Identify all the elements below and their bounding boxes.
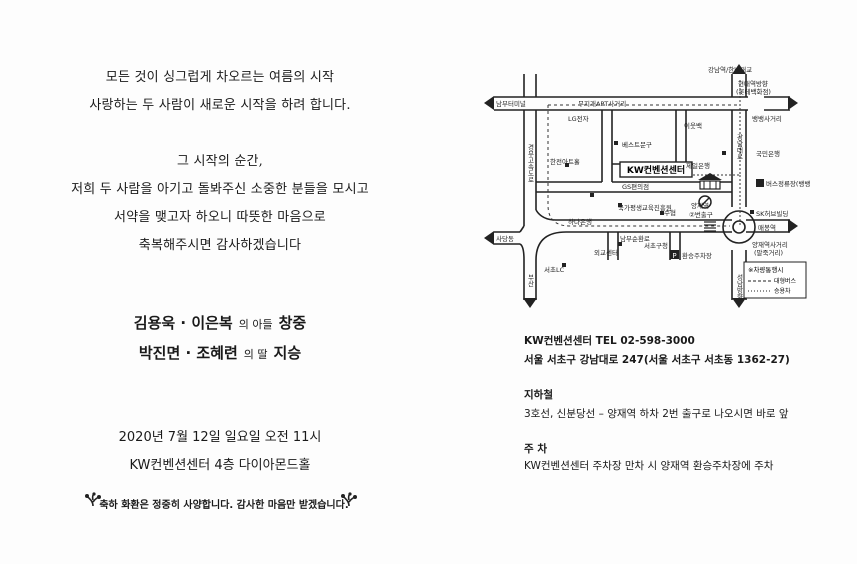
label-lg: LG전자 <box>568 114 589 123</box>
venue-info: KW컨벤션센터 TEL 02-598-3000 서울 서초구 강남대로 247(… <box>524 333 844 473</box>
label-yangjae-sagori3: (말죽거리) <box>754 248 783 257</box>
subway-desc: 3호선, 신분당선 – 양재역 하차 2번 출구로 나오시면 바로 앞 <box>524 408 789 420</box>
label-seocho-lc: 서초LC <box>544 265 565 274</box>
label-bangbang-sagori: 뱅뱅사거리 <box>752 114 782 123</box>
label-hana: 하나은행 <box>568 217 592 226</box>
map-legend <box>743 261 807 299</box>
groom-parents: 김용욱 · 이은복 <box>133 314 233 332</box>
label-yangjae-sagori2: 양재역사거리 <box>752 240 788 249</box>
kw-center-box <box>619 161 693 178</box>
route-bus <box>547 104 738 227</box>
label-hyundai2: (롯데백화점) <box>736 87 771 96</box>
label-hyundai: 현대역방향 <box>738 79 768 88</box>
label-maebong: 매봉역 <box>758 223 776 232</box>
invitation-left-page: 모든 것이 싱그럽게 차오르는 여름의 시작 사랑하는 두 사람이 새로운 시작… <box>0 70 440 512</box>
flower-left-icon <box>85 492 101 507</box>
footer-row: 축하 화환은 정중히 사양합니다. 감사한 마음만 받겠습니다. <box>84 493 364 512</box>
footer-note: 축하 화환은 정중히 사양합니다. 감사한 마음만 받겠습니다. <box>99 500 349 511</box>
venue-address: 서울 서초구 강남대로 247(서울 서초구 서초동 1362-27) <box>524 354 790 366</box>
label-sk: SK허브빌딩 <box>756 209 788 218</box>
building-icon <box>698 173 722 190</box>
label-bus: 버스정류장(뱅뱅사거리) <box>766 179 810 188</box>
groom-line: 김용욱 · 이은복 의 아들 창중 <box>0 312 440 333</box>
label-exit2: ②번출구 <box>689 210 713 219</box>
bride-name: 지승 <box>273 344 302 362</box>
label-iwoo: 이웃백 <box>684 121 702 130</box>
groom-relation: 의 아들 <box>238 318 273 331</box>
parking-desc: KW컨벤션센터 주차장 만차 시 양재역 환승주차장에 주차 <box>524 460 774 472</box>
subway-title: 지하철 <box>524 389 553 401</box>
parking-icon-letter: P <box>672 252 676 260</box>
message-line-3: 그 시작의 순간, <box>177 154 263 169</box>
flower-right-icon <box>341 492 357 507</box>
label-gyeongbu: 경부고속도로 <box>526 143 534 183</box>
label-best: 베스트문구 <box>622 140 652 149</box>
message-line-4: 저희 두 사람을 아기고 돌봐주신 소중한 분들을 모시고 <box>71 182 369 197</box>
label-nodong: 국가평생교육진흥원 <box>618 203 672 212</box>
message-line-6: 축복해주시면 감사하겠습니다 <box>138 238 302 253</box>
venue-name-tel: KW컨벤션센터 TEL 02-598-3000 <box>524 335 695 347</box>
label-jeil: 제일은행 <box>686 161 710 170</box>
map-poi-markers <box>562 141 754 267</box>
event-datetime: 2020년 7월 12일 일요일 오전 11시 <box>118 430 322 445</box>
message-line-1: 모든 것이 싱그럽게 차오르는 여름의 시작 <box>105 70 335 85</box>
bus-stop-icon <box>756 179 764 187</box>
label-yangjae-station: 양재역 <box>691 201 709 210</box>
message-line-5: 서약을 맺고자 하오니 따뜻한 마음으로 <box>114 210 326 225</box>
legend-title: ※차량통행시 <box>748 265 783 274</box>
label-suhyeop: 수협 <box>664 208 676 217</box>
label-seongnam: 성남방향 <box>735 273 743 301</box>
subway-stairs-icon <box>704 221 716 232</box>
label-gs: GS편의점 <box>622 182 649 191</box>
label-sadang: 사당동 <box>496 234 514 243</box>
label-seocho-gu: 서초구청 <box>644 241 668 250</box>
map-arrows <box>484 64 798 308</box>
event-venue: KW컨벤션센터 4층 다이아몬드홀 <box>129 458 311 473</box>
groom-name: 창중 <box>278 314 307 332</box>
no-entry-icon <box>698 195 712 209</box>
label-mujigae: 무지개APT사거리 <box>578 99 626 108</box>
legend-a: 대형버스 <box>774 277 797 285</box>
label-nambu-terminal: 남부터미널 <box>496 99 526 108</box>
bride-relation: 의 딸 <box>243 348 268 361</box>
label-banpo: 부산 <box>526 274 534 288</box>
label-parking: 환승주차장 <box>682 251 712 260</box>
label-gangnam-daero: 강남대로 <box>735 133 743 160</box>
label-gangnam-top: 강남역/한남대교 <box>708 65 752 74</box>
parking-title: 주 차 <box>524 443 547 455</box>
message-line-2: 사랑하는 두 사람이 새로운 시작을 하려 합니다. <box>89 98 351 113</box>
bride-line: 박진면 · 조혜련 의 딸 지승 <box>0 342 440 363</box>
legend-b: 승용차 <box>774 287 791 295</box>
label-hanjeon: 한전아트홀 <box>550 157 580 166</box>
bride-parents: 박진면 · 조혜련 <box>138 344 238 362</box>
parking-icon <box>670 250 679 259</box>
label-nambu-sunhwan: 남부순환로 <box>620 234 650 243</box>
kw-center-label: KW컨벤션센터 <box>627 164 685 176</box>
label-oegyo: 외교센터 <box>594 248 618 257</box>
label-kookmin: 국민은행 <box>756 149 780 158</box>
location-map: KW컨벤션센터 P ※차량통행시 대형버스 승용차 강남역/한남대교 현대역방향… <box>484 64 810 308</box>
